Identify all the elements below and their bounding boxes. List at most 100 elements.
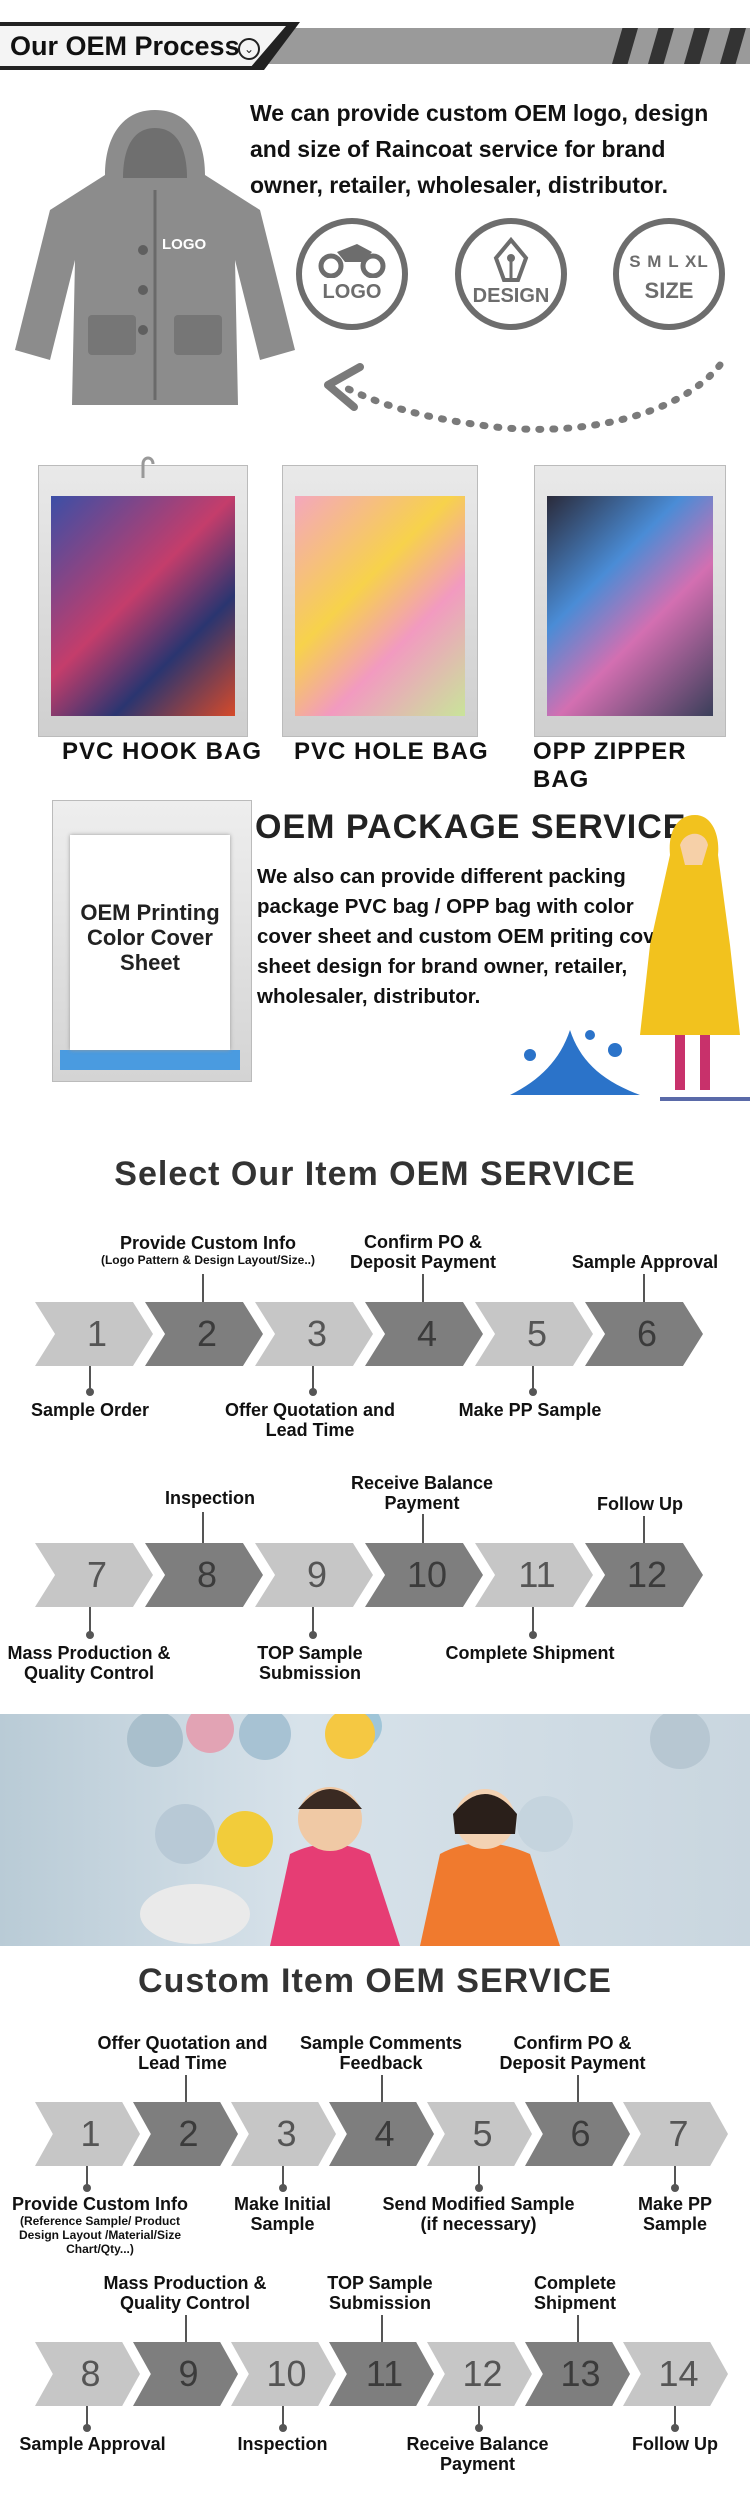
dotted-arrow-icon [324, 361, 724, 433]
connector-dot [86, 1631, 94, 1639]
select-section-title: Select Our Item OEM SERVICE [114, 1155, 636, 1193]
label-inspection: Inspection [164, 1488, 255, 1508]
logo-circle: LOGO [296, 218, 408, 330]
label-make-initial-sample: Make Initial Sample [233, 2194, 332, 2234]
connector [381, 2315, 383, 2342]
package-title: OEM PACKAGE SERVICE [255, 808, 687, 846]
custom-step-9: 9 [133, 2342, 238, 2406]
label-sample-order: Sample Order [30, 1400, 150, 1420]
connector [381, 2075, 383, 2102]
pvc-hook-bag-image [38, 465, 248, 737]
package-text: We also can provide different packing pa… [257, 865, 674, 1008]
connector [312, 1607, 314, 1635]
connector [577, 2075, 579, 2102]
water-splash-icon [510, 1030, 640, 1095]
custom-step-3: 3 [231, 2102, 336, 2166]
connector [282, 2166, 284, 2188]
label-top-sample: TOP Sample Submission [257, 1643, 363, 1683]
size-circle: S M L XL SIZE [613, 218, 725, 330]
custom-step-11: 11 [329, 2342, 434, 2406]
step-7: 7 [35, 1543, 153, 1607]
connector-dot [309, 1631, 317, 1639]
chevron-down-icon[interactable]: ⌄ [238, 38, 260, 60]
connector [674, 2166, 676, 2188]
connector-dot [671, 2184, 679, 2192]
connector-dot [279, 2424, 287, 2432]
custom-step-6: 6 [525, 2102, 630, 2166]
design-circle-label: DESIGN [472, 285, 550, 307]
step-1: 1 [35, 1302, 153, 1366]
connector [89, 1607, 91, 1635]
connector-dot [671, 2424, 679, 2432]
custom-step-13: 13 [525, 2342, 630, 2406]
label-provide-custom-info: Provide Custom Info(Reference Sample/ Pr… [11, 2194, 188, 2256]
cover-sheet-text: OEM Printing Color Cover Sheet [80, 900, 220, 975]
design-circle: DESIGN [455, 218, 567, 330]
custom-step-1: 1 [35, 2102, 140, 2166]
step-6: 6 [585, 1302, 703, 1366]
label-confirm-po: Confirm PO & Deposit Payment [349, 1232, 497, 1272]
connector-dot [529, 1631, 537, 1639]
connector [312, 1366, 314, 1392]
label-complete-shipment: Complete Shipment [445, 1643, 615, 1663]
cover-sheet [70, 835, 230, 1050]
step-3: 3 [255, 1302, 373, 1366]
label-top-sample: TOP Sample Submission [327, 2273, 433, 2313]
custom-step-10: 10 [231, 2342, 336, 2406]
bag-label-zipper: OPP ZIPPER BAG [533, 738, 687, 793]
connector [422, 1514, 424, 1543]
step-9: 9 [255, 1543, 373, 1607]
page-title: Our OEM Process [10, 31, 240, 61]
label-inspection: Inspection [237, 2434, 328, 2454]
custom-step-2: 2 [133, 2102, 238, 2166]
connector [478, 2406, 480, 2428]
connector-dot [86, 1388, 94, 1396]
raincoat-figure-illustration [640, 815, 740, 1090]
custom-step-4: 4 [329, 2102, 434, 2166]
step-2: 2 [145, 1302, 263, 1366]
connector [643, 1516, 645, 1543]
intro-text: We can provide custom OEM logo, design a… [250, 100, 709, 198]
connector-dot [279, 2184, 287, 2192]
step-12: 12 [585, 1543, 703, 1607]
pvc-hole-bag-image [282, 465, 478, 737]
logo-circle-label: LOGO [322, 281, 382, 303]
step-8: 8 [145, 1543, 263, 1607]
custom-step-7: 7 [623, 2102, 728, 2166]
step-10: 10 [365, 1543, 483, 1607]
banner-photo [0, 1714, 750, 1946]
label-offer-quotation: Offer Quotation and Lead Time [97, 2033, 268, 2073]
connector [86, 2406, 88, 2428]
bag-label-hook: PVC HOOK BAG [62, 738, 263, 765]
connector [643, 1274, 645, 1302]
connector [86, 2166, 88, 2188]
connector-dot [475, 2184, 483, 2192]
connector-dot [309, 1388, 317, 1396]
custom-step-12: 12 [427, 2342, 532, 2406]
hook-icon [141, 456, 155, 478]
label-make-pp-sample: Make PP Sample [458, 1400, 602, 1420]
connector [532, 1607, 534, 1635]
size-circle-label: SIZE [644, 278, 694, 303]
pen-nib-icon [493, 236, 529, 282]
step-5: 5 [475, 1302, 593, 1366]
step-4: 4 [365, 1302, 483, 1366]
label-make-pp-sample: Make PP Sample [637, 2194, 713, 2234]
connector [282, 2406, 284, 2428]
custom-section-title: Custom Item OEM SERVICE [138, 1962, 612, 2000]
connector-dot [83, 2424, 91, 2432]
step-11: 11 [475, 1543, 593, 1607]
package-bag-bottom [60, 1050, 240, 1070]
label-sample-approval: Sample Approval [19, 2434, 166, 2454]
label-follow-up: Follow Up [632, 2434, 718, 2454]
opp-zipper-bag-image [534, 465, 726, 737]
label-provide-custom-info: Provide Custom Info(Logo Pattern & Desig… [100, 1233, 315, 1267]
connector [202, 1274, 204, 1302]
connector-dot [529, 1388, 537, 1396]
balloons-couple-illustration [127, 1714, 710, 1946]
custom-step-5: 5 [427, 2102, 532, 2166]
label-sample-comments: Sample Comments Feedback [299, 2033, 463, 2073]
connector [89, 1366, 91, 1392]
label-sample-approval: Sample Approval [571, 1252, 719, 1272]
connector [422, 1274, 424, 1302]
